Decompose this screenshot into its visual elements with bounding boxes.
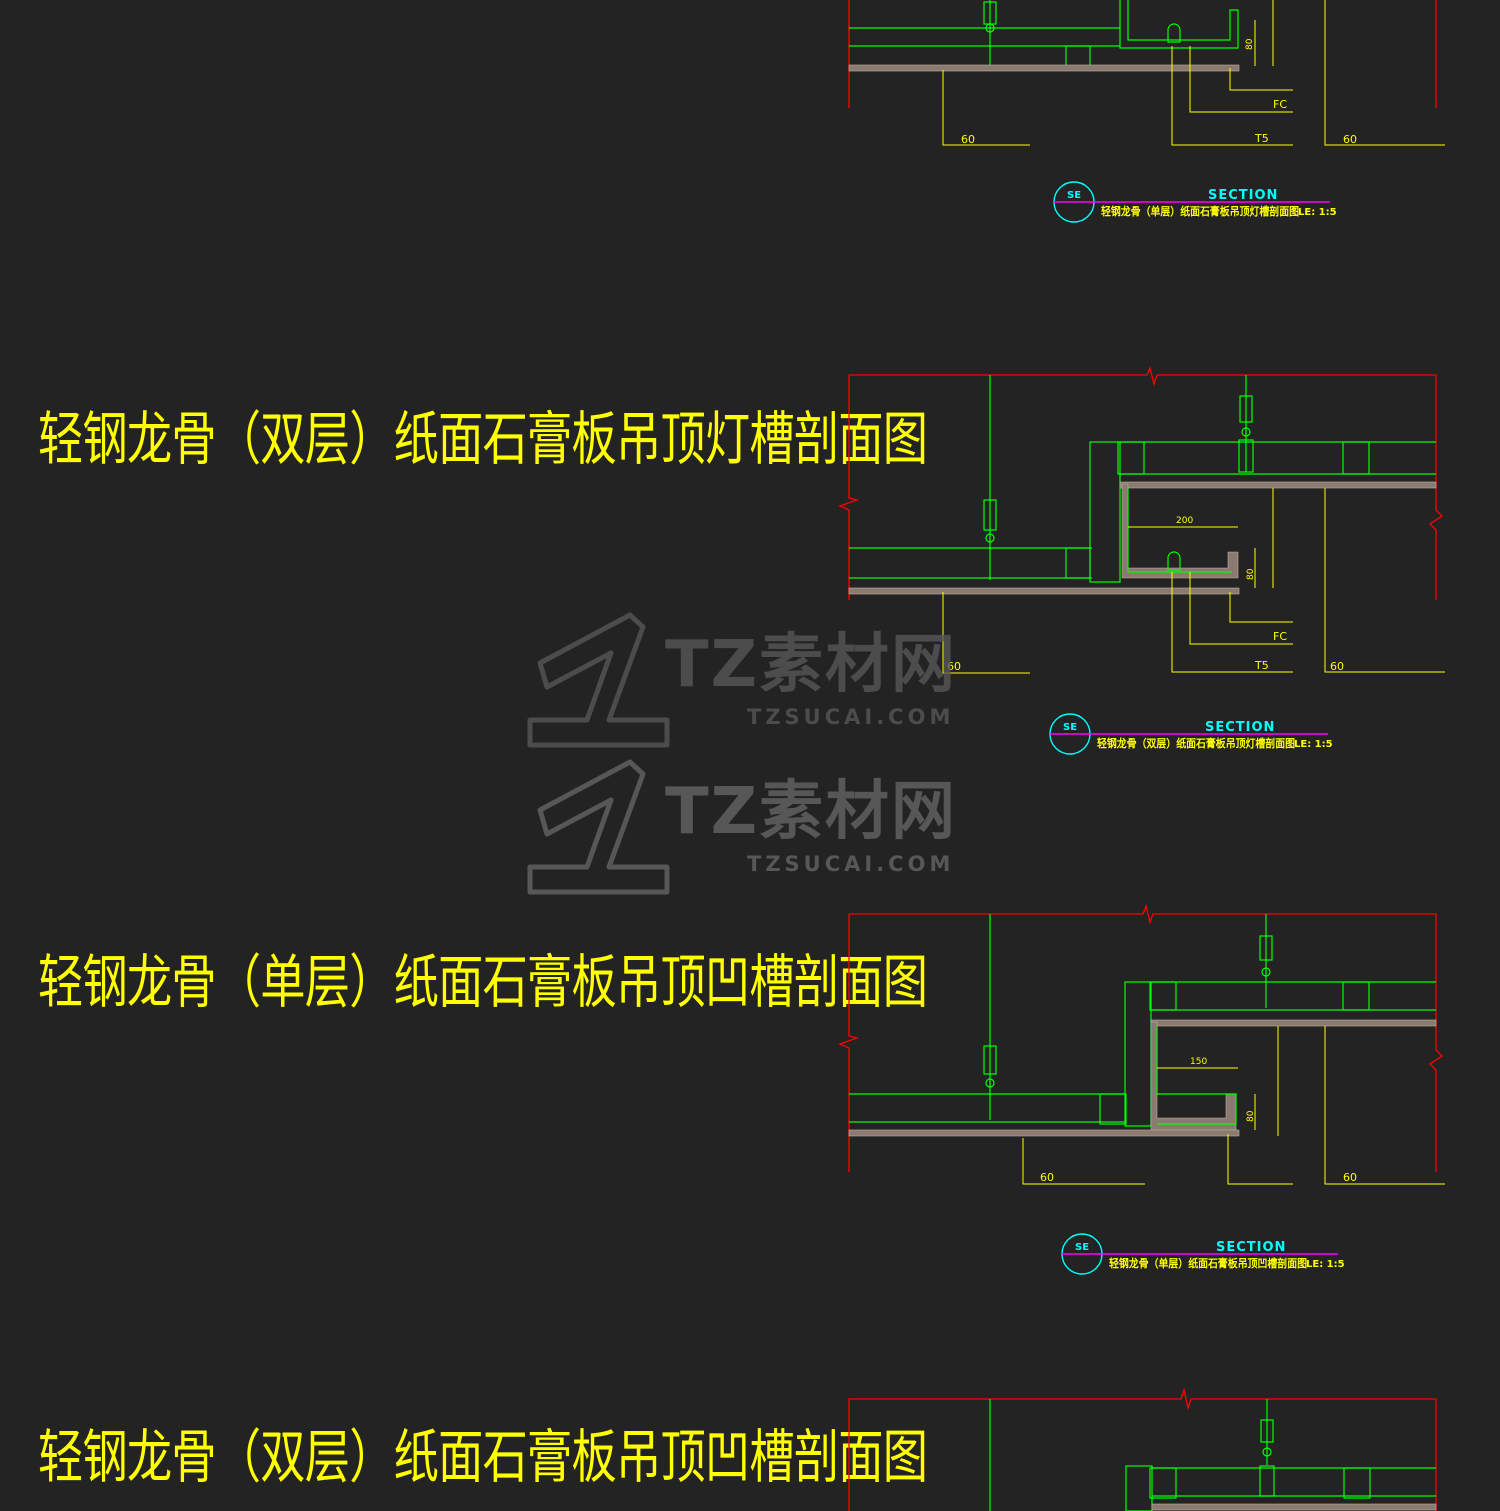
t5-label: T5 xyxy=(1254,659,1269,672)
section-badge: SE xyxy=(1063,722,1077,733)
leader-right-label: 60 xyxy=(1343,1171,1357,1184)
gypsum-board xyxy=(848,64,1240,72)
section-tag-2: SE SECTION 轻钢龙骨（双层）纸面石膏板吊顶灯槽剖面图 LE: 1:5 xyxy=(1049,713,1333,755)
leader-left-label: 60 xyxy=(1040,1171,1054,1184)
light-fixture xyxy=(1167,23,1181,43)
upper-board xyxy=(1119,481,1437,489)
leader-left xyxy=(942,70,1030,146)
watermark-brand: TZ素材网 xyxy=(665,628,958,702)
section-tag-3: SE SECTION 轻钢龙骨（单层）纸面石膏板吊顶凹槽剖面图 LE: 1:5 xyxy=(1061,1233,1345,1275)
section-word: SECTION xyxy=(1216,1240,1286,1255)
section-badge: SE xyxy=(1075,1242,1089,1253)
fc-label: FC xyxy=(1273,630,1287,643)
section-scale: LE: 1:5 xyxy=(1298,207,1337,218)
section-scale: LE: 1:5 xyxy=(1306,1259,1345,1270)
watermark-brand: TZ素材网 xyxy=(665,775,958,849)
section-caption: 轻钢龙骨（单层）纸面石膏板吊顶灯槽剖面图 xyxy=(1101,204,1299,218)
lower-board xyxy=(848,1129,1240,1137)
leader-left-label: 60 xyxy=(947,660,961,673)
dim-width-label: 200 xyxy=(1176,516,1193,526)
leader-right xyxy=(1324,0,1445,146)
section-caption: 轻钢龙骨（单层）纸面石膏板吊顶凹槽剖面图 xyxy=(1109,1256,1307,1270)
section-caption: 轻钢龙骨（双层）纸面石膏板吊顶灯槽剖面图 xyxy=(1097,736,1295,750)
drawing-light-trough-double: 200 80 60 FC T5 60 xyxy=(838,365,1445,674)
fc-label: FC xyxy=(1273,98,1287,111)
section-word: SECTION xyxy=(1205,720,1275,735)
watermark-logo-icon xyxy=(527,759,670,895)
leader-right-label: 60 xyxy=(1343,133,1357,146)
dim-height-label: 80 xyxy=(1246,568,1256,580)
drawing-groove-single: 150 80 60 60 xyxy=(838,903,1445,1185)
frame-outline xyxy=(838,903,1444,1172)
drawing-groove-double xyxy=(848,1387,1437,1511)
watermark-url: TZSUCAI.COM xyxy=(747,852,955,876)
section-scale: LE: 1:5 xyxy=(1294,739,1333,750)
drawing-light-trough-single: 80 60 FC T5 60 xyxy=(848,0,1445,146)
t5-label: T5 xyxy=(1254,132,1269,145)
dim-height-label: 80 xyxy=(1246,1110,1256,1122)
section-heading-1: 轻钢龙骨（双层）纸面石膏板吊顶灯槽剖面图 xyxy=(38,405,928,473)
leader-left-label: 60 xyxy=(961,133,975,146)
dim-width-label: 150 xyxy=(1190,1057,1207,1067)
section-heading-2: 轻钢龙骨（单层）纸面石膏板吊顶凹槽剖面图 xyxy=(38,948,928,1016)
frame-outline xyxy=(838,365,1444,600)
section-heading-3: 轻钢龙骨（双层）纸面石膏板吊顶凹槽剖面图 xyxy=(38,1423,928,1491)
leader-right-label: 60 xyxy=(1330,660,1344,673)
upper-board xyxy=(1150,1019,1437,1027)
watermark-logo-icon xyxy=(527,612,670,748)
watermark-url: TZSUCAI.COM xyxy=(747,705,955,729)
section-badge: SE xyxy=(1067,190,1081,201)
section-tag-1: SE SECTION 轻钢龙骨（单层）纸面石膏板吊顶灯槽剖面图 LE: 1:5 xyxy=(1053,181,1337,223)
lower-board xyxy=(848,587,1240,595)
trough-outline xyxy=(1119,0,1239,49)
section-word: SECTION xyxy=(1208,188,1278,203)
leader-t5 xyxy=(1171,46,1293,146)
dim-height-label: 80 xyxy=(1245,38,1255,50)
frame-outline xyxy=(848,1387,1437,1511)
